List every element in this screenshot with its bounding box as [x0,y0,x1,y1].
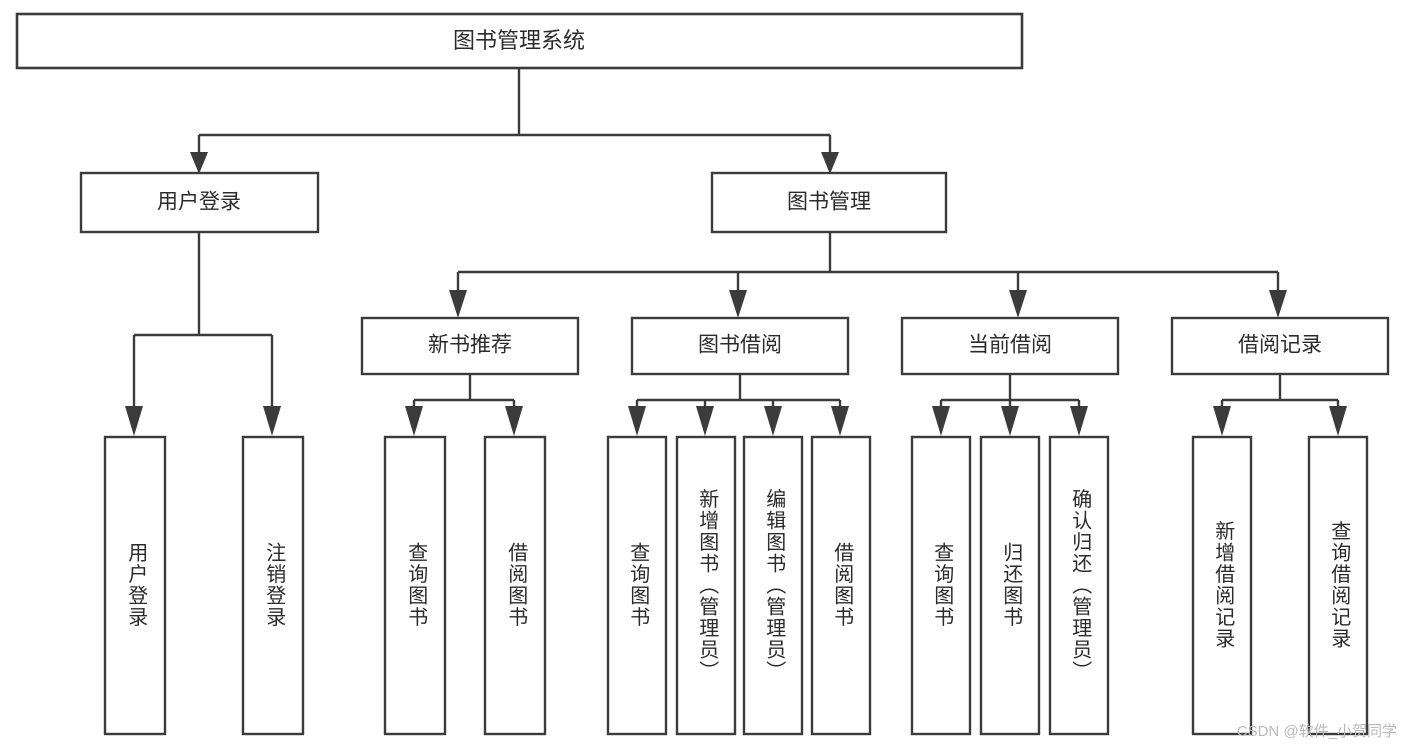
node-leaf-add-record[interactable]: 新增借阅记录 [1191,435,1253,736]
arrowhead-leaf-user-login [125,406,143,436]
node-leaf-user-login-box[interactable] [103,435,167,736]
node-leaf-return-book-box[interactable] [979,435,1041,736]
node-leaf-edit-book-label: 编辑图书（管理员） [763,488,786,682]
node-leaf-edit-book[interactable]: 编辑图书（管理员） [742,435,804,736]
node-leaf-query-record-box[interactable] [1307,435,1369,736]
node-leaf-add-record-box[interactable] [1191,435,1253,736]
node-user-login[interactable]: 用户登录 [79,171,320,234]
node-leaf-query-book-2-label: 查询图书 [627,542,650,628]
node-new-book-recommend[interactable]: 新书推荐 [360,316,580,376]
arrowhead-leaf-edit-book [764,406,782,436]
node-leaf-query-book-1-label: 查询图书 [405,542,428,628]
node-leaf-borrow-book-2[interactable]: 借阅图书 [810,435,872,736]
node-leaf-return-book[interactable]: 归还图书 [979,435,1041,736]
node-leaf-query-book-3-label: 查询图书 [931,542,954,628]
node-leaf-add-book-box[interactable] [675,435,737,736]
arrowhead-current-borrow [1009,290,1027,318]
node-borrow-record-label: 借阅记录 [1238,334,1322,357]
arrowhead-leaf-query-book-2 [628,406,646,436]
arrowhead-leaf-return-book [1001,406,1019,436]
arrowhead-book-borrow [729,290,747,318]
arrowhead-new-book-recommend [449,290,467,318]
node-leaf-borrow-book-2-label: 借阅图书 [831,542,854,628]
node-root-box[interactable] [15,12,1024,70]
node-leaf-confirm-return[interactable]: 确认归还（管理员） [1048,435,1110,736]
node-borrow-record[interactable]: 借阅记录 [1170,316,1390,376]
node-leaf-confirm-return-box[interactable] [1048,435,1110,736]
node-leaf-add-book-label: 新增图书（管理员） [696,488,719,682]
csdn-watermark: CSDN @软件_小贺同学 [1236,723,1397,740]
node-book-management[interactable]: 图书管理 [710,171,948,234]
arrowhead-leaf-query-record [1329,406,1347,436]
arrowhead-borrow-record [1269,290,1287,318]
node-leaf-add-record-label: 新增借阅记录 [1212,520,1235,649]
node-leaf-borrow-book-2-box[interactable] [810,435,872,736]
node-root[interactable]: 图书管理系统 [15,12,1024,70]
node-book-borrow[interactable]: 图书借阅 [630,316,850,376]
node-leaf-user-login-label: 用户登录 [125,542,148,628]
node-leaf-query-book-2[interactable]: 查询图书 [606,435,668,736]
node-new-book-recommend-box[interactable] [360,316,580,376]
node-root-label: 图书管理系统 [453,28,585,53]
arrowhead-leaf-add-record [1213,406,1231,436]
node-leaf-query-book-1[interactable]: 查询图书 [383,435,447,736]
node-leaf-logout-login-box[interactable] [241,435,305,736]
node-leaf-query-book-3[interactable]: 查询图书 [910,435,972,736]
arrowhead-leaf-query-book-1 [405,406,423,436]
node-leaf-query-book-2-box[interactable] [606,435,668,736]
node-current-borrow-box[interactable] [900,316,1120,376]
arrowhead-leaf-confirm-return [1070,406,1088,436]
node-new-book-recommend-label: 新书推荐 [428,334,512,357]
node-user-login-box[interactable] [79,171,320,234]
node-leaf-logout-login-label: 注销登录 [263,542,286,628]
node-leaf-borrow-book-1-box[interactable] [483,435,547,736]
arrowhead-user-login [190,152,208,174]
node-book-management-box[interactable] [710,171,948,234]
node-leaf-query-record[interactable]: 查询借阅记录 [1307,435,1369,736]
node-book-borrow-box[interactable] [630,316,850,376]
arrowhead-leaf-logout-login [263,406,281,436]
node-current-borrow-label: 当前借阅 [968,334,1052,357]
node-leaf-edit-book-box[interactable] [742,435,804,736]
node-leaf-borrow-book-1[interactable]: 借阅图书 [483,435,547,736]
node-user-login-label: 用户登录 [157,191,241,214]
node-leaf-query-record-label: 查询借阅记录 [1328,520,1351,649]
arrowhead-leaf-query-book-3 [932,406,950,436]
node-leaf-return-book-label: 归还图书 [1000,542,1023,628]
arrowhead-book-management [821,152,839,174]
node-leaf-confirm-return-label: 确认归还（管理员） [1069,488,1092,682]
node-book-borrow-label: 图书借阅 [698,334,782,357]
node-leaf-user-login[interactable]: 用户登录 [103,435,167,736]
node-leaf-logout-login[interactable]: 注销登录 [241,435,305,736]
node-book-management-label: 图书管理 [787,191,871,214]
arrowhead-leaf-borrow-book-2 [831,406,849,436]
arrowhead-leaf-add-book [696,406,714,436]
connector-layer [125,68,1347,436]
arrowhead-leaf-borrow-book-1 [505,406,523,436]
node-leaf-borrow-book-1-label: 借阅图书 [505,542,528,628]
node-leaf-add-book[interactable]: 新增图书（管理员） [675,435,737,736]
node-leaf-query-book-1-box[interactable] [383,435,447,736]
node-leaf-query-book-3-box[interactable] [910,435,972,736]
node-current-borrow[interactable]: 当前借阅 [900,316,1120,376]
node-borrow-record-box[interactable] [1170,316,1390,376]
